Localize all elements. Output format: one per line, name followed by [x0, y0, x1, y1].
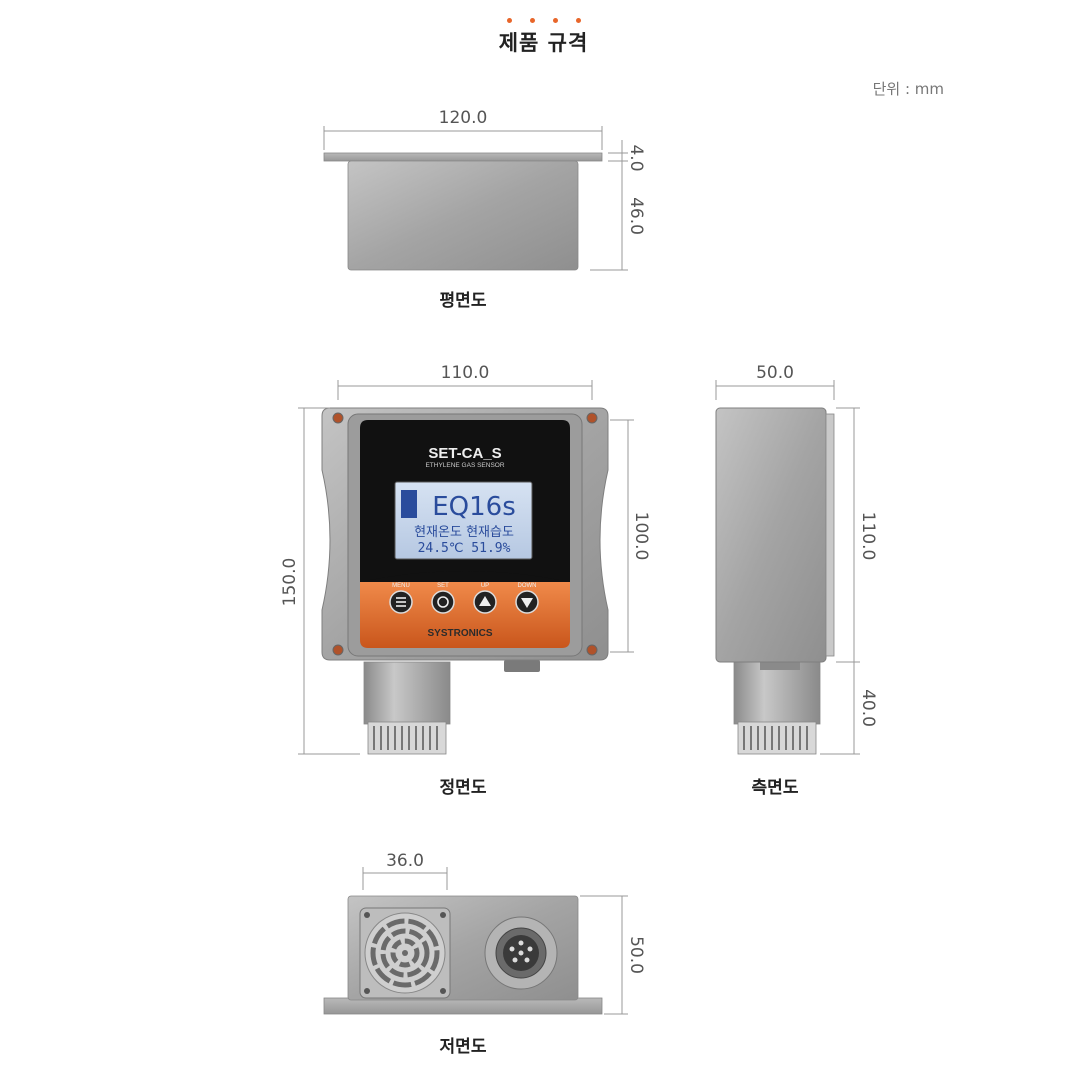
bottom-view [323, 895, 603, 1015]
dim-front-body: 100.0 [631, 511, 651, 561]
lcd-line-2: 현재온도 현재습도 [414, 525, 514, 540]
label-side-view: 측면도 [751, 778, 799, 798]
button-label-down: DOWN [518, 583, 537, 589]
dim-plan-height: 46.0 [626, 197, 646, 235]
label-bottom-view: 저면도 [439, 1037, 487, 1057]
button-label-up: UP [481, 583, 489, 589]
title-dots [0, 18, 1087, 26]
plan-view [323, 152, 603, 271]
device-brand: SET-CA_S [428, 445, 501, 462]
dim-bottom-width: 36.0 [386, 851, 424, 871]
front-view-text: SET-CA_S ETHYLENE GAS SENSOR EQ16s 현재온도 … [392, 445, 536, 639]
device-subtitle: ETHYLENE GAS SENSOR [425, 462, 504, 469]
plan-dimension-lines [323, 126, 628, 271]
page-title: 제품 규격 [498, 31, 589, 55]
side-dimension-lines [715, 380, 860, 755]
device-maker: SYSTRONICS [427, 628, 492, 639]
label-plan-view: 평면도 [439, 291, 487, 311]
dim-bottom-height: 50.0 [626, 936, 646, 974]
dim-side-width: 50.0 [756, 363, 794, 383]
dim-side-sensor: 40.0 [858, 689, 878, 727]
lcd-line-1: EQ16s [432, 492, 516, 522]
front-view [321, 407, 609, 755]
unit-label: 단위 : mm [872, 80, 944, 98]
dim-front-width: 110.0 [440, 363, 490, 383]
dim-plan-width: 120.0 [438, 108, 488, 128]
dim-plan-flange: 4.0 [626, 144, 646, 172]
button-label-set: SET [437, 583, 449, 589]
side-view [715, 407, 835, 755]
title-block: 제품 규격 [0, 18, 1087, 57]
front-dimension-lines [298, 380, 634, 755]
label-front-view: 정면도 [439, 778, 487, 798]
bottom-dimension-lines [362, 867, 628, 1015]
dim-side-body: 110.0 [858, 511, 878, 561]
lcd-line-3: 24.5℃ 51.9% [418, 541, 511, 556]
dim-front-height: 150.0 [280, 557, 300, 607]
button-label-menu: MENU [392, 583, 410, 589]
